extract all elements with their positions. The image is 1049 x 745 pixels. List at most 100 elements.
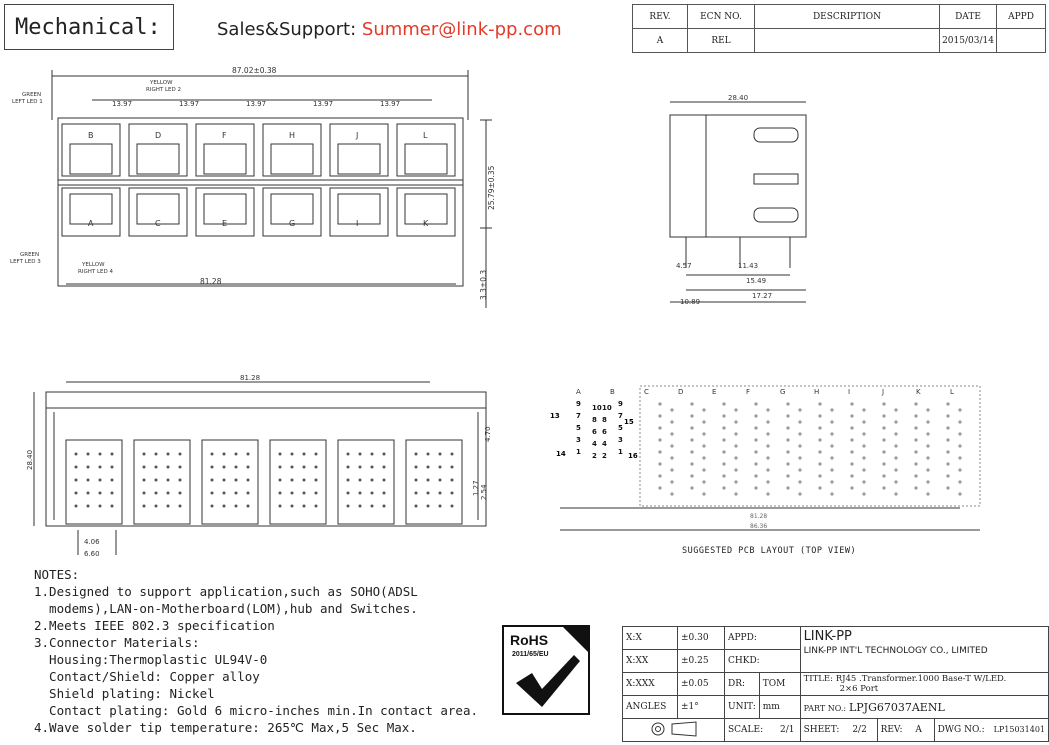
- pin-hole: [290, 478, 294, 482]
- pin-hole: [346, 478, 350, 482]
- pcb-hole: [894, 468, 898, 472]
- bottom-port: [337, 439, 395, 525]
- sheet-value: 2/2: [852, 725, 867, 735]
- pin-hole: [290, 504, 294, 508]
- pin-hole: [210, 504, 214, 508]
- pcb-hole: [690, 474, 694, 478]
- green-left-led-3-line2: LEFT LED 3: [10, 259, 41, 265]
- pcb-hole: [882, 450, 886, 454]
- pcb-hole: [754, 402, 758, 406]
- side-pin-14: 14: [556, 450, 566, 458]
- pin-hole: [222, 491, 226, 495]
- pin-hole: [302, 491, 306, 495]
- side-view-drawing: 28.40 4.57 11.43 15.49 17.27 10.89: [669, 94, 807, 306]
- mechanical-title: Mechanical:: [4, 4, 174, 50]
- pcb-pin-odd: 9: [618, 400, 623, 408]
- pin-hole: [74, 452, 78, 456]
- port-top: [396, 123, 456, 177]
- pcb-hole: [862, 492, 866, 496]
- notes: NOTES: 1.Designed to support application…: [34, 566, 478, 736]
- pin-hole: [346, 465, 350, 469]
- pin-hole: [86, 478, 90, 482]
- pin-hole: [426, 491, 430, 495]
- port-bottom-letter: I: [356, 219, 358, 228]
- pin-hole: [290, 452, 294, 456]
- pcb-hole: [670, 408, 674, 412]
- pcb-hole: [766, 432, 770, 436]
- port-bottom-cavity: [404, 193, 448, 225]
- pcb-hole: [702, 480, 706, 484]
- sales-email-link[interactable]: Summer@link-pp.com: [361, 19, 562, 40]
- pin-hole: [210, 465, 214, 469]
- pcb-hole: [670, 456, 674, 460]
- pcb-pin-even: 8: [602, 416, 607, 424]
- note-line: Housing:Thermoplastic UL94V-0: [34, 652, 268, 667]
- title-block: X:X ±0.30 APPD: LINK-PP LINK-PP INT'L TE…: [622, 626, 1049, 742]
- ecn-cell: REL: [687, 28, 755, 53]
- pin-hole: [426, 504, 430, 508]
- pin-hole: [98, 465, 102, 469]
- green-left-led-1-label: GREEN LEFT LED 1: [12, 92, 43, 105]
- pin-hole: [370, 504, 374, 508]
- pcb-hole: [670, 420, 674, 424]
- rev-header: REV.: [632, 4, 688, 29]
- pcb-hole: [798, 408, 802, 412]
- pcb-hole: [722, 486, 726, 490]
- yellow-right-led-2-label: YELLOW RIGHT LED 2: [146, 80, 181, 93]
- port-top-letter: D: [155, 131, 161, 140]
- pcb-hole: [798, 468, 802, 472]
- pin-hole: [278, 504, 282, 508]
- tol-xxx-label: X:XXX: [622, 672, 678, 696]
- scale-label: SCALE:: [728, 725, 764, 735]
- pcb-hole: [798, 456, 802, 460]
- pcb-hole: [722, 462, 726, 466]
- side-dim-5: 10.89: [680, 298, 700, 306]
- pin-hole: [110, 491, 114, 495]
- pcb-hole: [690, 486, 694, 490]
- pin-hole: [414, 465, 418, 469]
- pcb-hole: [734, 444, 738, 448]
- pcb-hole: [862, 408, 866, 412]
- pin-hole: [222, 504, 226, 508]
- pcb-hole: [914, 402, 918, 406]
- pin-hole: [450, 504, 454, 508]
- bottom-dim-5: 6.60: [84, 550, 100, 558]
- pcb-hole: [786, 426, 790, 430]
- pcb-hole: [830, 408, 834, 412]
- pcb-hole: [914, 486, 918, 490]
- port-top: [262, 123, 322, 177]
- pcb-hole: [830, 480, 834, 484]
- sales-support: Sales&Support: Summer@link-pp.com: [217, 19, 562, 40]
- pcb-pin-odd: 5: [576, 424, 581, 432]
- pcb-port-letter: K: [916, 388, 921, 396]
- note-line: Contact/Shield: Copper alloy: [34, 669, 260, 684]
- pcb-hole: [882, 462, 886, 466]
- revision-table: REV. ECN NO. DESCRIPTION DATE APPD A REL…: [632, 4, 1046, 53]
- appd-header: APPD: [996, 4, 1046, 29]
- pcb-hole: [658, 426, 662, 430]
- pin-hole: [154, 452, 158, 456]
- pcb-hole: [786, 402, 790, 406]
- bottom-port: [405, 439, 463, 525]
- pcb-hole: [722, 438, 726, 442]
- pcb-hole: [850, 426, 854, 430]
- port-top-cavity: [69, 143, 113, 175]
- pcb-hole: [914, 426, 918, 430]
- pcb-hole: [670, 492, 674, 496]
- side-pin-16: 16: [628, 452, 638, 460]
- pin-hole: [370, 452, 374, 456]
- port-top-cavity: [136, 143, 180, 175]
- pcb-hole: [830, 456, 834, 460]
- pcb-hole: [882, 402, 886, 406]
- pcb-pin-even: 4: [602, 440, 607, 448]
- pcb-hole: [734, 432, 738, 436]
- pcb-hole: [798, 420, 802, 424]
- base-width-dim: 81.28: [200, 277, 222, 286]
- pin-hole: [438, 465, 442, 469]
- pcb-hole: [862, 420, 866, 424]
- pcb-hole: [850, 402, 854, 406]
- pin-hole: [426, 478, 430, 482]
- pcb-hole: [926, 456, 930, 460]
- pin-hole: [222, 452, 226, 456]
